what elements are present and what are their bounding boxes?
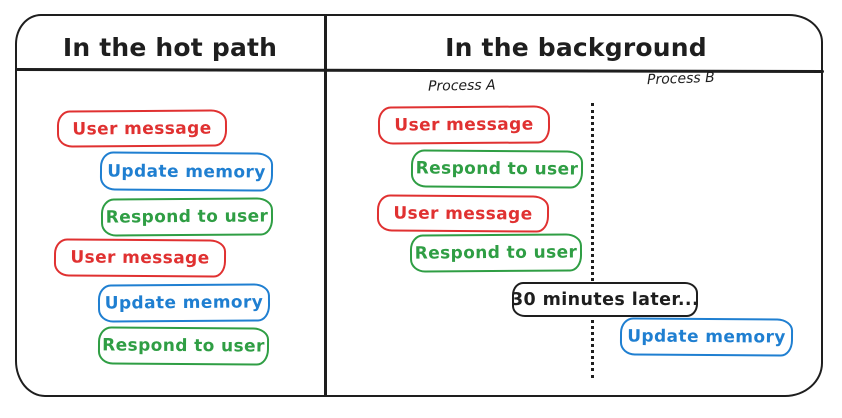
- hot-path-box-user-message-2: User message: [53, 238, 227, 278]
- background-box-respond-to-user-2: Respond to user: [409, 233, 583, 273]
- process-a-label: Process A: [427, 77, 496, 95]
- panel-divider-line: [324, 15, 327, 397]
- hot-path-box-user-message-1: User message: [56, 109, 228, 148]
- background-box-user-message-1: User message: [377, 105, 551, 145]
- hot-path-title: In the hot path: [62, 33, 278, 62]
- background-box-update-memory: Update memory: [619, 317, 794, 357]
- hot-path-box-update-memory-2: Update memory: [97, 283, 271, 323]
- delay-box-30-minutes-later: 30 minutes later...: [511, 282, 699, 317]
- process-b-label: Process B: [646, 69, 715, 89]
- hot-path-box-update-memory-1: Update memory: [99, 151, 274, 192]
- outer-frame: [15, 14, 823, 397]
- hot-path-box-respond-to-user-2: Respond to user: [97, 326, 270, 366]
- background-box-respond-to-user-1: Respond to user: [410, 149, 584, 189]
- hot-path-box-respond-to-user-1: Respond to user: [100, 197, 274, 237]
- background-box-user-message-2: User message: [376, 194, 550, 233]
- process-divider-dotted-line: [591, 103, 594, 378]
- background-title: In the background: [445, 33, 707, 62]
